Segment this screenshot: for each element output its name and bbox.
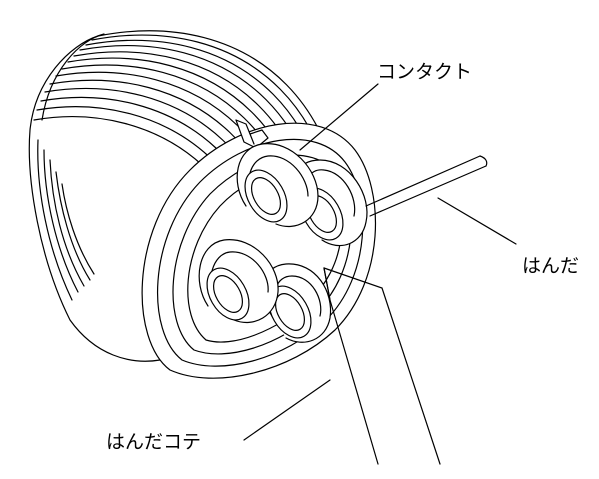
solder-label: はんだ	[522, 255, 580, 277]
solder-leader-line	[437, 197, 517, 245]
contact-lower-left	[198, 239, 279, 324]
contact-label: コンタクト	[377, 61, 473, 83]
iron-leader-line	[243, 379, 331, 441]
leader-lines	[243, 83, 517, 441]
contact-lower-right	[262, 263, 332, 343]
contact-leader-line	[299, 83, 379, 151]
contact-upper-left	[236, 143, 319, 228]
solder-wire	[365, 155, 488, 217]
soldering-iron-label: はんだコテ	[106, 431, 202, 453]
soldering-iron	[323, 267, 441, 465]
